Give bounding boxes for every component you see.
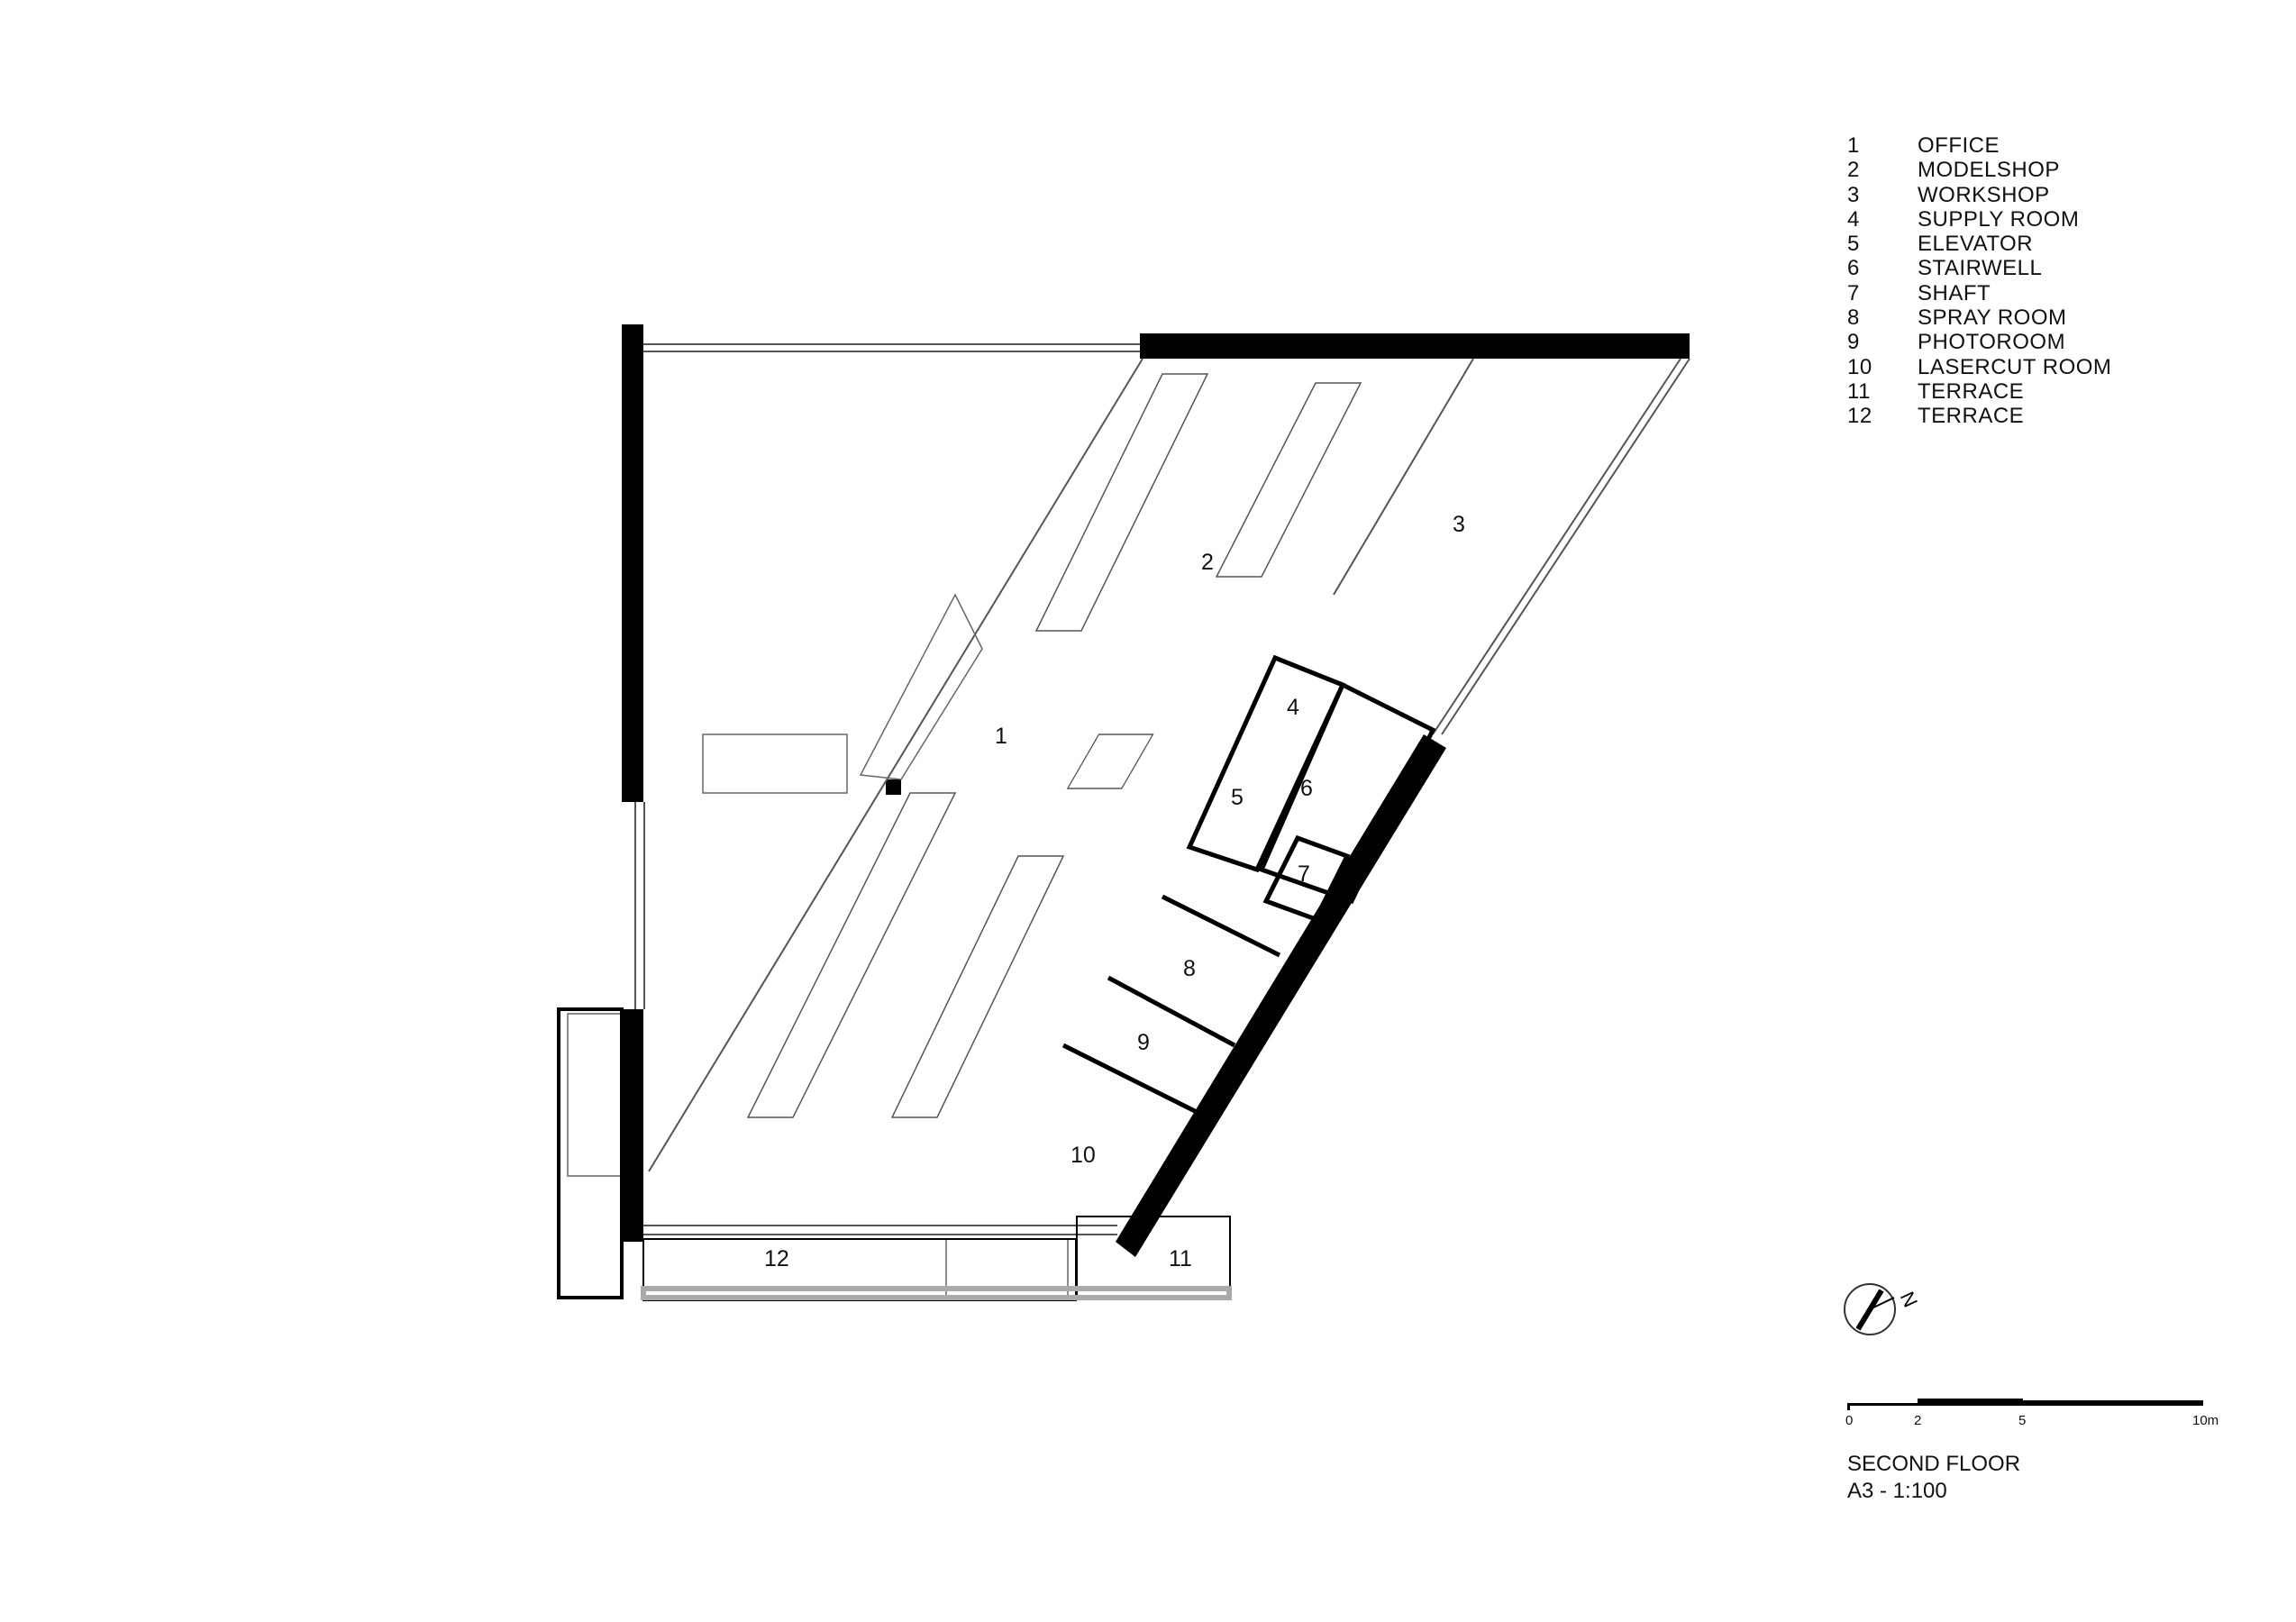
scale-note: A3 - 1:100 (1847, 1479, 1947, 1503)
room-number-9: 9 (1137, 1030, 1150, 1055)
scale-tick-0: 0 (1845, 1413, 1854, 1428)
shaft (1262, 834, 1351, 923)
room-number-3: 3 (1453, 512, 1465, 537)
elevator-core (1186, 654, 1346, 873)
glazing (634, 343, 1690, 1235)
north-label: N (1896, 1288, 1922, 1310)
room-number-2: 2 (1201, 550, 1214, 575)
column (886, 779, 901, 795)
stair-core (1258, 681, 1436, 905)
desks (746, 373, 1362, 1118)
scale-tick-2: 2 (1914, 1413, 1922, 1428)
west-wall-lower (622, 1009, 643, 1242)
scale-tick-10m: 10m (2192, 1413, 2219, 1428)
room-number-5: 5 (1231, 785, 1244, 810)
room-numbers: 1 2 3 4 5 6 7 8 9 10 11 12 (764, 512, 1465, 1271)
drawing-caption: SECOND FLOOR A3 - 1:100 (1847, 1451, 2020, 1505)
floor-title: SECOND FLOOR (1847, 1452, 2021, 1476)
walls (622, 324, 1690, 1257)
terraces (557, 1007, 1232, 1301)
room-number-12: 12 (764, 1246, 789, 1271)
east-diagonal-wall (1116, 734, 1446, 1257)
room-number-6: 6 (1300, 776, 1313, 801)
room-number-8: 8 (1183, 956, 1196, 981)
scale-tick-5: 5 (2018, 1413, 2027, 1428)
room-number-4: 4 (1287, 695, 1299, 720)
partitions (1061, 654, 1436, 1116)
room-number-11: 11 (1169, 1246, 1192, 1271)
room-number-1: 1 (995, 724, 1007, 749)
scale-bar (1847, 1399, 2203, 1410)
room-number-10: 10 (1071, 1143, 1096, 1168)
north-arrow-icon: N (1844, 1283, 1922, 1335)
north-wall (1140, 333, 1690, 359)
room-number-7: 7 (1298, 861, 1310, 887)
west-wall (622, 324, 643, 802)
